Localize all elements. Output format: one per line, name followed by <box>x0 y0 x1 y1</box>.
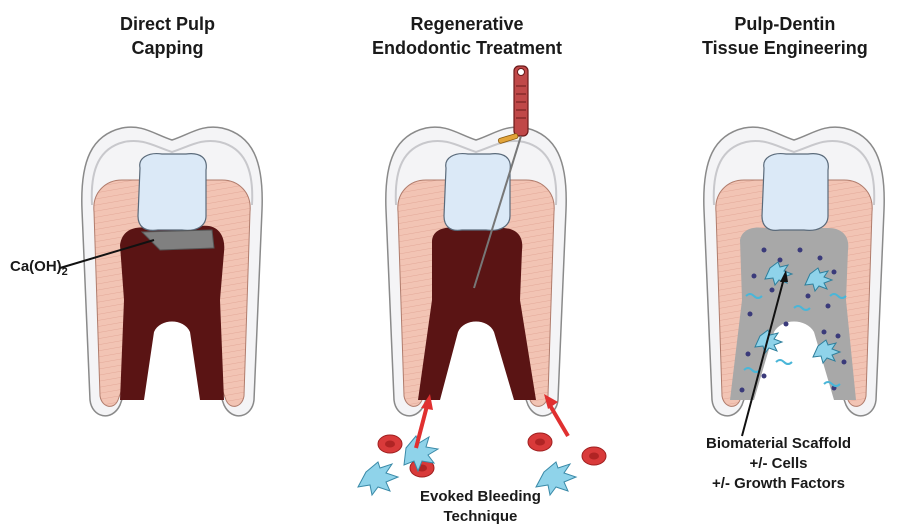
caption-line: Evoked Bleeding <box>420 487 541 507</box>
caption-line: Technique <box>420 507 541 527</box>
tooth-panel-1 <box>60 127 262 416</box>
crown-filling <box>444 154 510 231</box>
caption-line: +/- Cells <box>706 454 851 474</box>
caption-line: +/- Growth Factors <box>706 474 851 494</box>
pulp-chamber <box>418 228 536 400</box>
tooth-panel-2 <box>358 66 606 495</box>
crown-filling <box>138 154 206 231</box>
crown-filling <box>762 154 828 231</box>
caption-line: Biomaterial Scaffold <box>706 434 851 454</box>
capping-material-label: Ca(OH)2 <box>10 258 68 278</box>
tooth-panel-3 <box>704 127 884 436</box>
pulp-chamber <box>120 226 224 400</box>
capping-material-text: Ca(OH) <box>10 258 62 275</box>
bleeding-caption: Evoked Bleeding Technique <box>420 487 541 527</box>
capping-material-subscript: 2 <box>62 266 68 278</box>
scaffold-caption: Biomaterial Scaffold +/- Cells +/- Growt… <box>706 434 851 494</box>
